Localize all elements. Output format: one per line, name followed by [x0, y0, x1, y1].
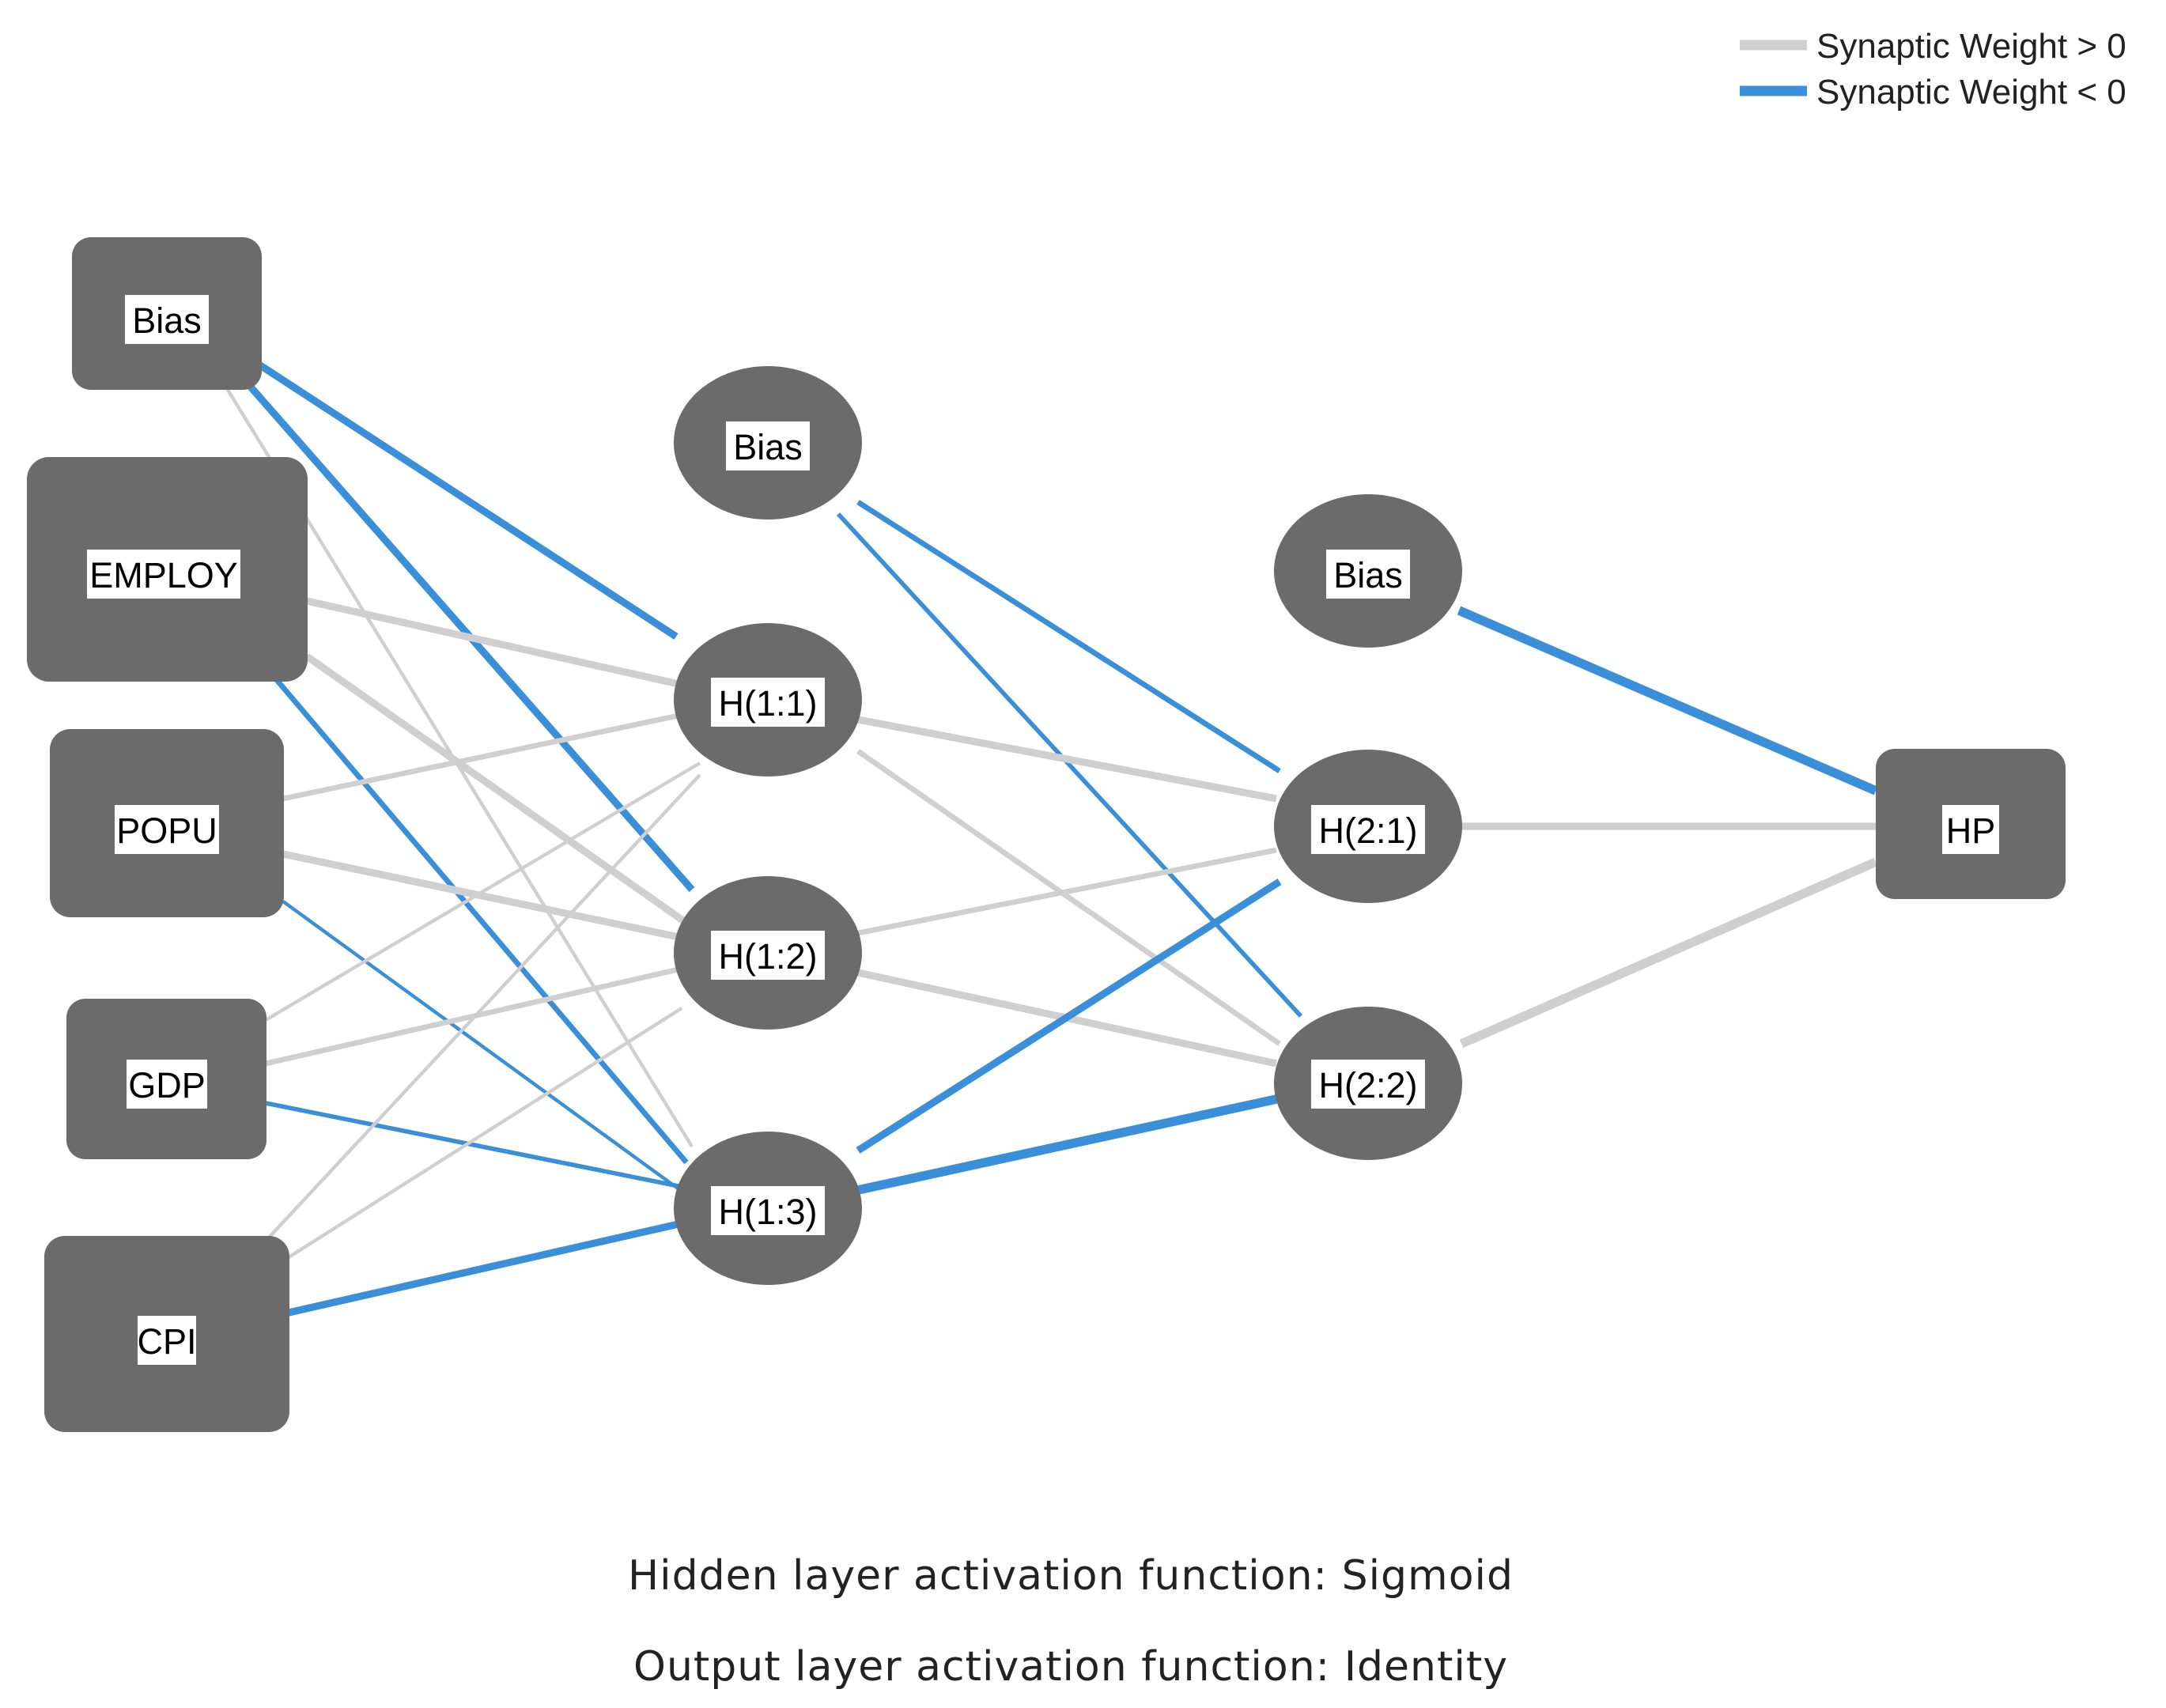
node-label: GDP	[128, 1065, 206, 1105]
node-input-popu: POPU	[50, 729, 284, 917]
connection-h13-to-h21	[856, 879, 1282, 1154]
connection-cpi-to-h13	[287, 1220, 680, 1317]
hidden-activation-note: Hidden layer activation function: Sigmoi…	[628, 1552, 1514, 1600]
node-hidden2-bias: Bias	[1274, 494, 1462, 648]
connection-in_bias-to-h11	[255, 361, 679, 640]
node-input-bias: Bias	[72, 237, 262, 390]
connection-gdp-to-h11	[264, 761, 701, 1022]
connection-h11-to-h22	[856, 749, 1281, 1046]
node-hidden1-h11: H(1:1)	[674, 623, 862, 777]
node-input-employ: EMPLOY	[27, 457, 308, 682]
node-hidden1-bias: Bias	[674, 366, 862, 520]
connection-cpi-to-h11	[267, 773, 701, 1239]
connection-employ-to-h11	[305, 597, 680, 688]
connection-employ-to-h12	[304, 653, 686, 924]
node-label: Bias	[1333, 555, 1403, 595]
connection-gdp-to-h13	[265, 1101, 679, 1188]
connection-h2_bias-to-hp	[1457, 606, 1878, 795]
connection-h1_bias-to-h22	[836, 512, 1303, 1018]
node-label: H(1:3)	[718, 1192, 817, 1232]
connection-popu-to-h12	[282, 850, 679, 941]
node-label: POPU	[116, 811, 217, 851]
node-output-hp: HP	[1876, 749, 2066, 899]
node-label: CPI	[137, 1321, 196, 1362]
node-label: H(2:1)	[1318, 811, 1417, 851]
node-input-gdp: GDP	[66, 999, 266, 1159]
connection-h11-to-h21	[857, 716, 1277, 803]
node-label: H(1:2)	[718, 936, 817, 977]
node-hidden2-h22: H(2:2)	[1274, 1007, 1462, 1160]
connection-popu-to-h11	[282, 712, 679, 802]
node-label: HP	[1946, 811, 1996, 851]
connection-cpi-to-h12	[287, 1007, 683, 1259]
node-label: H(2:2)	[1318, 1065, 1417, 1105]
synaptic-connections	[220, 361, 1878, 1317]
connection-h1_bias-to-h21	[856, 500, 1281, 773]
nodes: Bias EMPLOY POPU GDP CPI Bias	[27, 237, 2066, 1432]
node-hidden2-h21: H(2:1)	[1274, 750, 1462, 903]
legend-positive-label: Synaptic Weight > 0	[1816, 27, 2126, 66]
node-hidden1-h12: H(1:2)	[674, 876, 862, 1030]
legend: Synaptic Weight > 0 Synaptic Weight < 0	[1740, 27, 2126, 111]
connection-h13-to-h22	[856, 1094, 1278, 1195]
output-activation-note: Output layer activation function: Identi…	[633, 1643, 1508, 1691]
connection-h22-to-hp	[1459, 857, 1878, 1049]
node-label: EMPLOY	[89, 555, 238, 595]
connection-h12-to-h21	[857, 847, 1277, 936]
connection-employ-to-h13	[274, 678, 689, 1165]
legend-negative-label: Synaptic Weight < 0	[1816, 73, 2126, 111]
connection-in_bias-to-h12	[234, 368, 695, 893]
node-input-cpi: CPI	[44, 1236, 289, 1432]
node-label: Bias	[733, 427, 803, 467]
node-hidden1-h13: H(1:3)	[674, 1132, 862, 1285]
node-label: H(1:1)	[718, 683, 817, 724]
connection-popu-to-h13	[282, 900, 682, 1192]
node-label: Bias	[132, 300, 202, 341]
